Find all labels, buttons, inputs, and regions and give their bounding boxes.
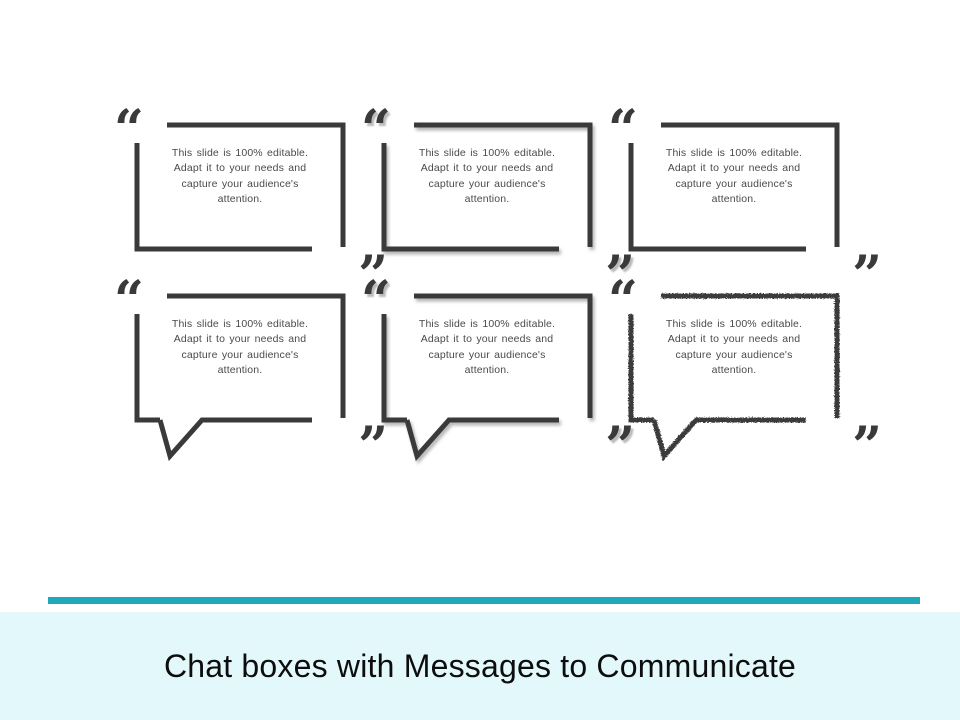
quote-box-top-right[interactable]: “ ” This slide is 100% editable. Adapt i…	[608, 104, 882, 302]
open-quote-icon: “	[608, 270, 638, 331]
close-quote-icon: ”	[605, 245, 635, 306]
quote-box-bottom-right[interactable]: “ ” This slide is 100% editable. Adapt i…	[608, 275, 882, 473]
open-quote-icon: “	[114, 270, 144, 331]
quote-tail	[651, 417, 806, 462]
open-quote-icon: “	[361, 270, 391, 331]
open-quote-icon: “	[361, 99, 391, 160]
quote-tail	[404, 417, 559, 462]
quote-text: This slide is 100% editable. Adapt it to…	[171, 147, 309, 206]
title-band: Chat boxes with Messages to Communicate	[0, 612, 960, 720]
quote-box-bottom-center[interactable]: “ ” This slide is 100% editable. Adapt i…	[361, 275, 635, 473]
open-quote-icon: “	[608, 99, 638, 160]
quote-tail	[157, 417, 312, 462]
quote-text: This slide is 100% editable. Adapt it to…	[171, 318, 309, 377]
quote-text: This slide is 100% editable. Adapt it to…	[665, 147, 803, 206]
quote-text: This slide is 100% editable. Adapt it to…	[418, 147, 556, 206]
quote-box-top-center[interactable]: “ ” This slide is 100% editable. Adapt i…	[361, 104, 635, 302]
close-quote-icon: ”	[605, 416, 635, 477]
close-quote-icon: ”	[358, 416, 388, 477]
quote-text: This slide is 100% editable. Adapt it to…	[665, 318, 803, 377]
quote-box-grid: “ ” This slide is 100% editable. Adapt i…	[114, 104, 882, 473]
quote-box-bottom-left[interactable]: “ ” This slide is 100% editable. Adapt i…	[114, 275, 388, 473]
close-quote-icon: ”	[358, 245, 388, 306]
close-quote-icon: ”	[852, 245, 882, 306]
open-quote-icon: “	[114, 99, 144, 160]
quote-box-top-left[interactable]: “ ” This slide is 100% editable. Adapt i…	[114, 104, 388, 302]
quote-text: This slide is 100% editable. Adapt it to…	[418, 318, 556, 377]
close-quote-icon: ”	[852, 416, 882, 477]
accent-divider	[48, 597, 920, 604]
page-title: Chat boxes with Messages to Communicate	[163, 647, 797, 684]
